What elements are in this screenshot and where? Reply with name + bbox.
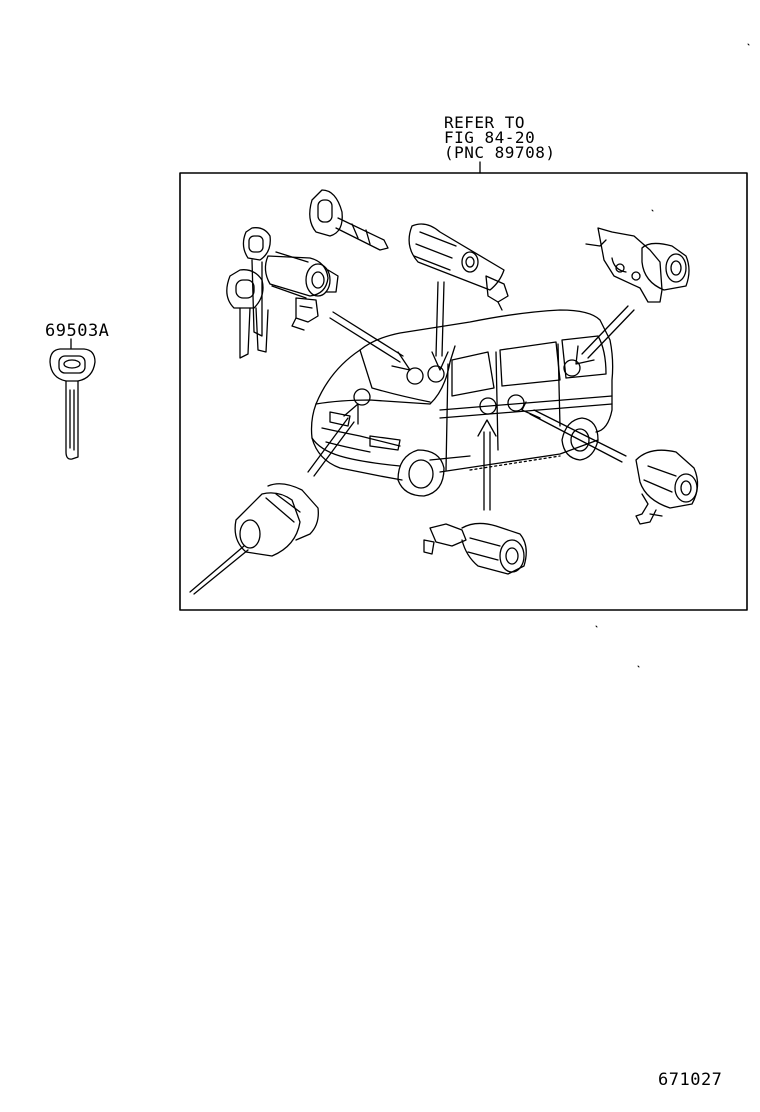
illustration-number: 671027 xyxy=(658,1070,723,1090)
glove-box-lock-cylinder-drawing xyxy=(190,484,318,594)
refer-to-line3: (PNC 89708) xyxy=(444,143,556,162)
refer-to-line1: REFER TO xyxy=(444,113,526,132)
refer-to-line2: FIG 84-20 xyxy=(444,128,536,147)
ignition-cylinder-with-keys-drawing xyxy=(227,228,338,358)
lock-location-markers xyxy=(354,360,580,414)
door-lock-cylinder-bottom-drawing xyxy=(424,523,526,574)
master-key-drawing xyxy=(310,190,388,250)
print-specks xyxy=(596,44,749,667)
key-69503a-drawing xyxy=(50,339,95,459)
assembly-frame xyxy=(180,173,747,610)
van-body-drawing xyxy=(312,310,613,496)
key-part-number: 69503A xyxy=(45,321,110,341)
pointer-arrows xyxy=(308,282,634,510)
back-door-lock-cylinder-drawing xyxy=(586,228,689,302)
slide-door-lock-cylinder-drawing xyxy=(636,450,698,524)
door-lock-cylinder-top-drawing xyxy=(409,224,508,310)
